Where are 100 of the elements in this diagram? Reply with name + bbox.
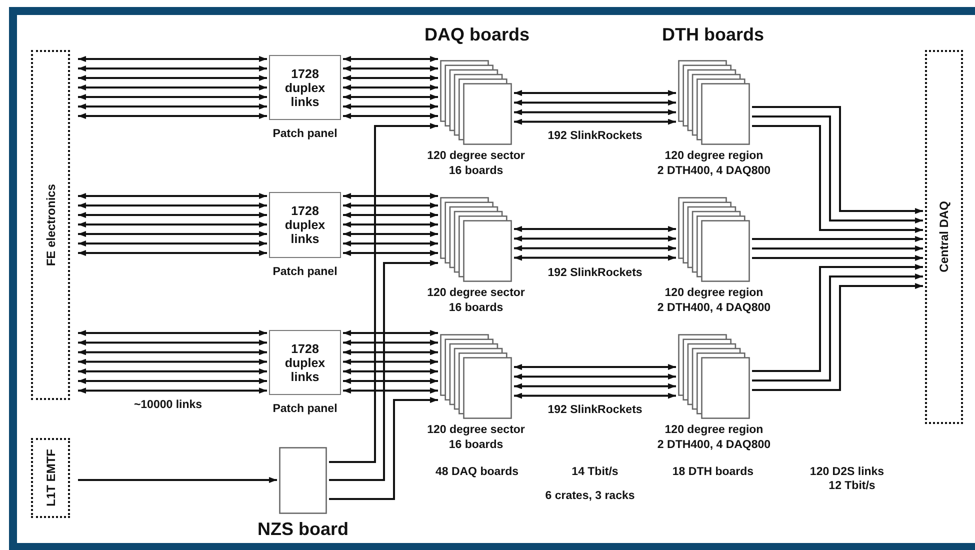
node-label: 2 DTH400, 4 DAQ800	[657, 164, 771, 178]
arrow	[78, 330, 267, 336]
arrow	[752, 274, 923, 382]
annotation: 18 DTH boards	[672, 466, 754, 478]
vertical-label: L1T EMTF	[44, 449, 58, 507]
arrow	[514, 236, 676, 242]
arrow	[514, 392, 676, 399]
arrow	[752, 125, 923, 233]
dotted-box	[31, 50, 70, 400]
arrow	[343, 231, 438, 237]
arrow	[78, 84, 267, 90]
annotation: ~10000 links	[134, 399, 202, 411]
arrow	[78, 368, 267, 374]
arrow	[343, 94, 438, 100]
arrow	[343, 368, 438, 374]
node-label: 120 degree region	[664, 423, 764, 437]
arrow	[514, 90, 676, 96]
arrow	[343, 212, 438, 218]
arrow	[514, 118, 676, 125]
arrow	[343, 113, 438, 119]
arrow	[514, 254, 676, 261]
arrow	[78, 56, 267, 62]
arrow	[78, 104, 267, 110]
arrow	[78, 222, 267, 228]
annotation: 192 SlinkRockets	[548, 130, 642, 142]
arrow	[752, 106, 923, 214]
arrow	[78, 349, 267, 356]
arrow	[78, 113, 267, 119]
dotted-box	[31, 438, 70, 518]
arrow	[343, 222, 438, 228]
annotation: 192 SlinkRockets	[548, 267, 642, 279]
arrow	[514, 245, 676, 252]
arrow	[78, 240, 267, 246]
annotation: 6 crates, 3 racks	[545, 490, 635, 502]
arrow	[329, 123, 438, 463]
arrow	[78, 75, 267, 81]
arrow	[343, 250, 438, 256]
arrow	[343, 240, 438, 246]
arrow	[752, 116, 923, 224]
node-label: 16 boards	[448, 301, 504, 315]
box-label: 1728 duplex links	[284, 204, 326, 246]
node-label: 16 boards	[448, 164, 504, 178]
arrow	[78, 340, 267, 346]
annotation: 14 Tbit/s	[572, 466, 618, 478]
column-heading: DAQ boards	[424, 24, 530, 46]
arrow	[329, 260, 438, 481]
dotted-box	[925, 50, 963, 424]
arrow	[343, 193, 438, 199]
node-label: Patch panel	[272, 265, 338, 279]
node-label: 2 DTH400, 4 DAQ800	[657, 438, 771, 452]
arrow	[343, 388, 438, 394]
node-label: 120 degree sector	[427, 149, 525, 163]
node-label: 120 degree sector	[427, 286, 525, 300]
node-label: 16 boards	[448, 438, 504, 452]
arrow	[78, 358, 267, 365]
arrow	[514, 226, 676, 232]
annotation: 12 Tbit/s	[828, 480, 876, 492]
arrow	[78, 66, 267, 72]
arrow	[343, 56, 438, 62]
arrow	[343, 340, 438, 346]
arrow	[78, 231, 267, 237]
node-label: 120 degree sector	[427, 423, 525, 437]
arrow	[78, 94, 267, 100]
node-label: 120 degree region	[664, 149, 764, 163]
arrow	[78, 212, 267, 218]
vertical-label: Central DAQ	[937, 201, 951, 273]
box-label: 1728 duplex links	[284, 342, 326, 384]
vertical-label: FE electronics	[44, 184, 58, 266]
arrow	[752, 255, 923, 261]
node-label: Patch panel	[272, 402, 338, 416]
arrow	[78, 202, 267, 208]
arrow	[78, 378, 267, 384]
arrow	[78, 388, 267, 394]
arrow	[752, 236, 923, 242]
node-label: Patch panel	[272, 127, 338, 141]
box-label: 1728 duplex links	[284, 66, 326, 108]
arrow	[752, 283, 923, 391]
arrow	[343, 378, 438, 384]
arrow	[343, 66, 438, 72]
annotation: 48 DAQ boards	[435, 466, 519, 478]
node-label: 120 degree region	[664, 286, 764, 300]
arrow	[343, 358, 438, 365]
annotation: 192 SlinkRockets	[548, 404, 642, 416]
annotation: 120 D2S links	[810, 466, 884, 478]
arrow	[343, 330, 438, 336]
arrow	[752, 246, 923, 252]
arrow	[343, 104, 438, 110]
arrow	[343, 75, 438, 81]
arrow	[514, 364, 676, 370]
arrow	[78, 193, 267, 199]
arrow	[514, 109, 676, 116]
arrow	[78, 477, 277, 483]
arrow	[752, 264, 923, 372]
column-heading: DTH boards	[662, 24, 764, 46]
node-label: NZS board	[258, 519, 348, 539]
arrow	[514, 374, 676, 380]
arrow	[329, 397, 438, 500]
node-label: 2 DTH400, 4 DAQ800	[657, 301, 771, 315]
arrow	[78, 250, 267, 256]
arrow	[514, 383, 676, 390]
